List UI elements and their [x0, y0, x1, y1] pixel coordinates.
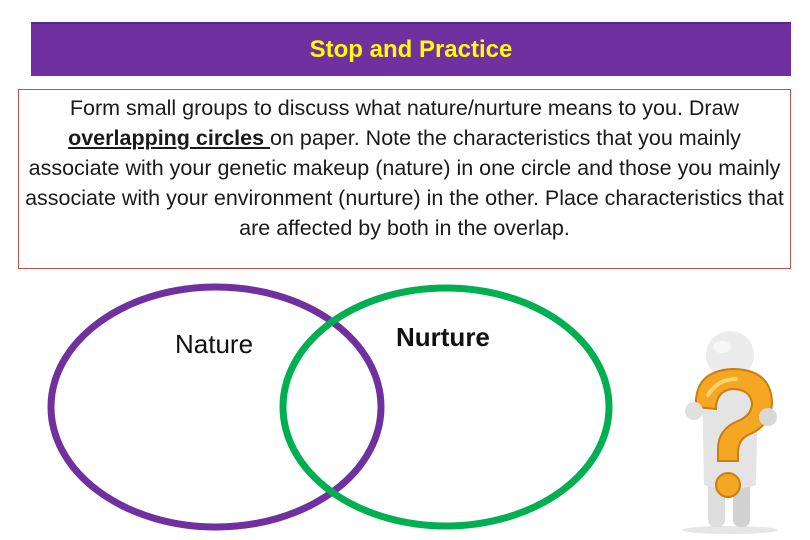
- nature-label: Nature: [175, 329, 254, 359]
- instructions-box: Form small groups to discuss what nature…: [18, 89, 791, 269]
- venn-diagram: [47, 283, 613, 531]
- nature-circle: [47, 283, 385, 531]
- instructions-part2: on paper. Note the characteristics that …: [25, 126, 784, 240]
- nurture-label: Nurture: [396, 322, 490, 352]
- instructions-text: Form small groups to discuss what nature…: [25, 90, 785, 268]
- question-mark-person-icon: [682, 331, 778, 534]
- instructions-part1: Form small groups to discuss what nature…: [69, 96, 740, 120]
- slide-title: Stop and Practice: [309, 36, 513, 63]
- title-bar: Stop and Practice: [31, 22, 791, 76]
- nurture-circle: [279, 284, 613, 530]
- instructions-emphasis: overlapping circles: [68, 126, 271, 150]
